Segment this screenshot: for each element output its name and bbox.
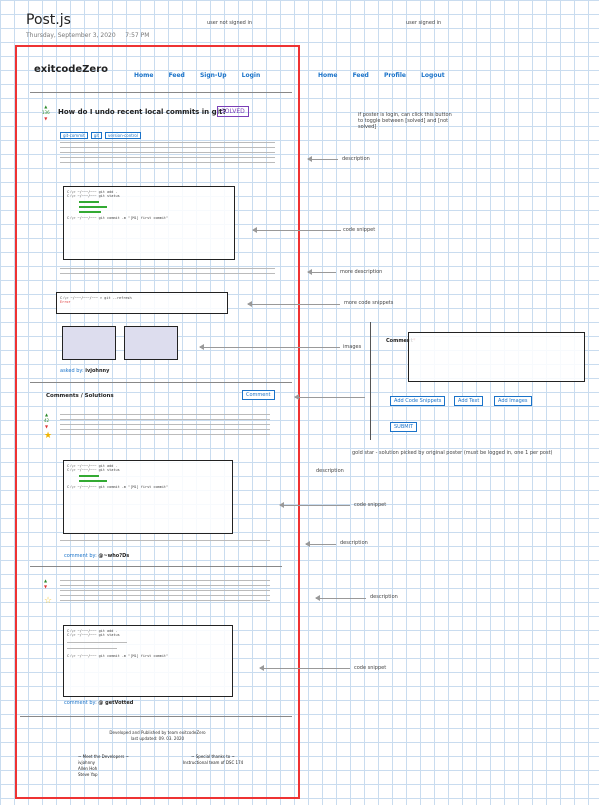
nav-login[interactable]: Login — [241, 72, 261, 79]
tag[interactable]: version-control — [105, 132, 141, 139]
comment-form-bracket — [370, 322, 379, 440]
annotation-more-description: more description — [340, 269, 383, 275]
page-date: Thursday, September 3, 2020 7:57 PM — [26, 32, 150, 39]
arrow — [305, 541, 336, 547]
nav-signup[interactable]: Sign-Up — [199, 72, 227, 79]
submit-button[interactable]: SUBMIT — [390, 422, 418, 432]
code-snippet: C:\> ~/~~~/~~~ git add .C:\> ~/~~~/~~~ g… — [63, 625, 233, 697]
question-title: How do I undo recent local commits in gi… — [58, 108, 227, 116]
arrow — [307, 156, 338, 162]
vote-widget[interactable]: ▲42▼ — [44, 412, 50, 429]
status-badge[interactable]: SOLVED — [217, 106, 249, 117]
annotation-description: description — [342, 156, 370, 162]
annotation-code: code snippet — [354, 665, 387, 671]
add-text-button[interactable]: Add Text — [454, 396, 484, 406]
section-divider — [30, 382, 292, 383]
nav-feed[interactable]: Feed — [168, 72, 185, 79]
comment-by: comment by: @ getVotted — [64, 700, 134, 706]
annotation-images: images — [343, 344, 362, 350]
comment-textarea[interactable] — [408, 332, 585, 382]
page-title: Post.js — [26, 12, 71, 28]
footer: Developed and Published by team exitcode… — [109, 730, 206, 741]
footer-divider — [20, 716, 292, 717]
nav-home[interactable]: Home — [134, 72, 154, 79]
nav-logout[interactable]: Logout — [421, 72, 445, 79]
image-thumbnail[interactable] — [62, 326, 116, 360]
annotation-description: description — [316, 468, 344, 474]
add-images-button[interactable]: Add Images — [494, 396, 532, 406]
code-snippet: C:\> ~/~~~/~~~ git add .C:\> ~/~~~/~~~ g… — [63, 186, 235, 260]
nav-home[interactable]: Home — [318, 72, 338, 79]
more-description-text — [60, 268, 275, 278]
section-divider — [30, 566, 282, 567]
header-divider — [30, 92, 292, 93]
annotation-toggle: if poster is login, can click this butto… — [358, 112, 452, 130]
arrow — [307, 269, 336, 275]
nav-signed-out: Home Feed Sign-Up Login — [134, 62, 270, 81]
nav-feed[interactable]: Feed — [352, 72, 369, 79]
arrow — [247, 301, 340, 307]
vote-widget[interactable]: ▲▼ — [44, 578, 48, 589]
comments-heading: Comments / Solutions — [46, 393, 114, 399]
annotation-gold-star: gold star - solution picked by original … — [352, 450, 553, 456]
image-thumbnail[interactable] — [124, 326, 178, 360]
developers: ~ Meet the Developers ~ ivjohnny Allen H… — [78, 754, 129, 777]
code-snippet: C:\> ~/~~~/~~~ git add .C:\> ~/~~~/~~~ g… — [63, 460, 233, 534]
asked-by: asked by: ivjohnny — [60, 368, 110, 374]
vote-widget[interactable]: ▲136▼ — [42, 104, 50, 121]
comment-by: comment by: @~who?Ds — [64, 553, 130, 559]
thanks: ~ Special thanks to ~Instructional team … — [182, 754, 244, 765]
annotation-signed: user signed in — [406, 20, 442, 26]
not-signed-frame — [15, 45, 300, 799]
arrow — [199, 344, 340, 350]
annotation-not-signed: user not signed in — [207, 20, 253, 26]
nav-profile[interactable]: Profile — [383, 72, 407, 79]
tag[interactable]: git — [90, 132, 102, 139]
annotation-code: code snippet — [343, 227, 376, 233]
arrow — [259, 665, 350, 671]
arrow — [279, 502, 350, 508]
logo[interactable]: exitcodeZero — [34, 64, 109, 75]
comment-text — [60, 414, 270, 439]
developer[interactable]: ivjohnny — [78, 760, 96, 765]
tag[interactable]: git-commit — [60, 132, 88, 139]
arrow — [315, 595, 366, 601]
arrow — [252, 227, 341, 233]
annotation-description: description — [340, 540, 368, 546]
developer[interactable]: Steve Yap — [78, 772, 98, 777]
developer[interactable]: Allen Hoh — [78, 766, 98, 771]
nav-signed-in: Home Feed Profile Logout — [318, 62, 455, 81]
comment-text — [60, 540, 270, 545]
star-icon[interactable]: ☆ — [44, 596, 53, 606]
annotation-code: code snippet — [354, 502, 387, 508]
comment-button[interactable]: Comment — [242, 390, 275, 400]
arrow — [294, 394, 365, 400]
gold-star-icon[interactable]: ★ — [44, 431, 53, 441]
annotation-more-code: more code snippets — [344, 300, 394, 306]
add-code-button[interactable]: Add Code Snippets — [390, 396, 446, 406]
annotation-description: description — [370, 594, 398, 600]
comment-text — [60, 580, 270, 605]
description-text — [60, 142, 275, 167]
